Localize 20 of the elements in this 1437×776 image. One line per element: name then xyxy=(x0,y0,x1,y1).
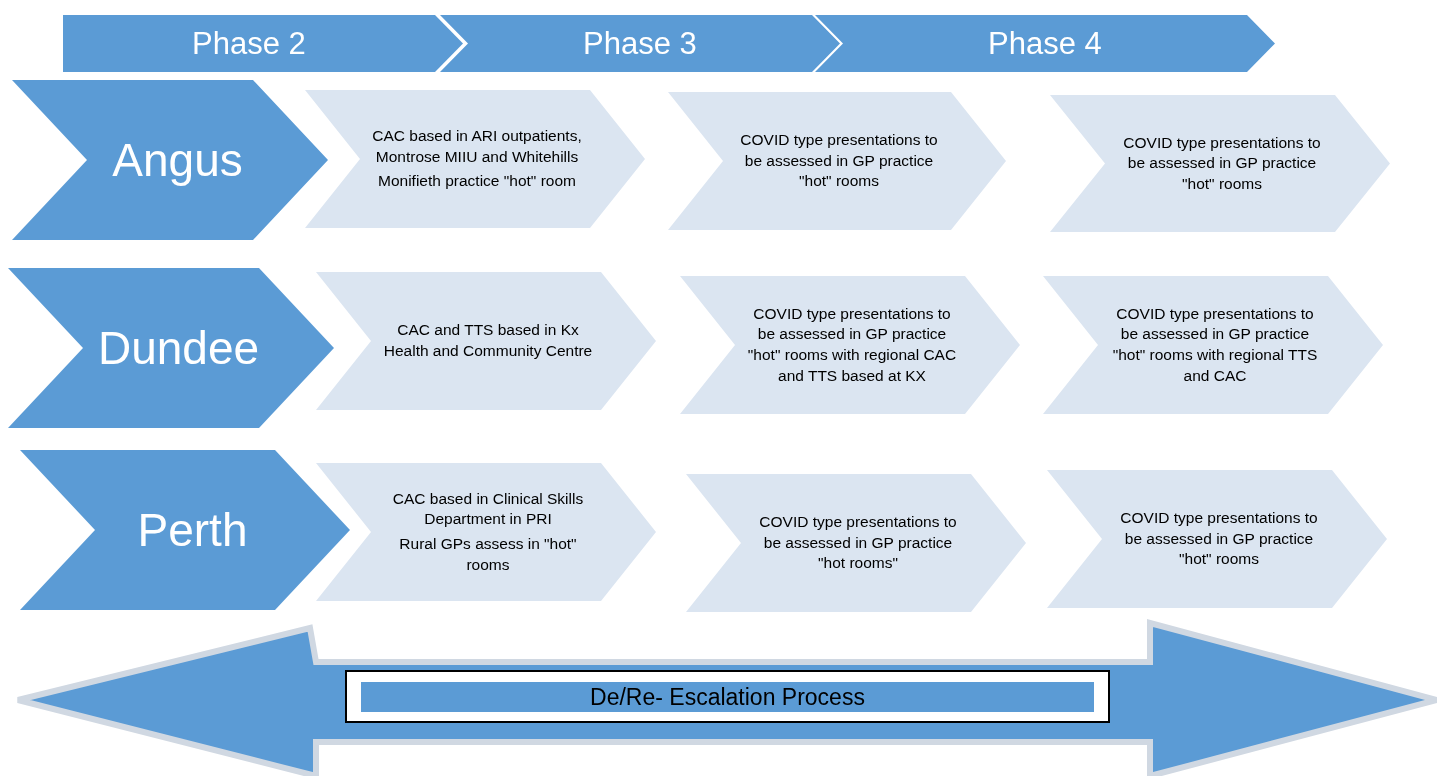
phase-label: Phase 4 xyxy=(988,25,1102,62)
step-text: CAC and TTS based in Kx Health and Community Centre xyxy=(382,320,594,361)
phase-label: Phase 3 xyxy=(583,25,697,62)
region-label: Perth xyxy=(137,503,248,557)
step-text: COVID type presentations to be assessed in GP practice "hot" rooms xyxy=(1122,132,1322,194)
step-text: CAC based in ARI outpatients, Montrose MIIU and Whitehills xyxy=(371,126,583,167)
step-text: COVID type presentations to be assessed in GP practice "hot" rooms with regional TTS and CAC xyxy=(1111,303,1319,386)
step-text: COVID type presentations to be assessed in GP practice "hot rooms" xyxy=(758,512,958,574)
step-text: COVID type presentations to be assessed in GP practice "hot" rooms xyxy=(1119,508,1319,570)
step-text: Monifieth practice "hot" room xyxy=(378,171,576,192)
region-label: Dundee xyxy=(97,321,260,375)
step-text: COVID type presentations to be assessed in GP practice "hot" rooms xyxy=(739,130,939,192)
step-text: COVID type presentations to be assessed in GP practice "hot" rooms with regional CAC and TTS based at KX xyxy=(746,303,958,386)
process-label: De/Re- Escalation Process xyxy=(361,681,1094,712)
process-label-box xyxy=(345,670,1110,723)
step-text: Rural GPs assess in "hot" rooms xyxy=(398,534,578,575)
phase-label: Phase 2 xyxy=(192,25,306,62)
region-label: Angus xyxy=(112,133,243,187)
phase-banner xyxy=(63,15,463,72)
step-text: CAC based in Clinical Skills Department in PRI xyxy=(391,488,585,530)
